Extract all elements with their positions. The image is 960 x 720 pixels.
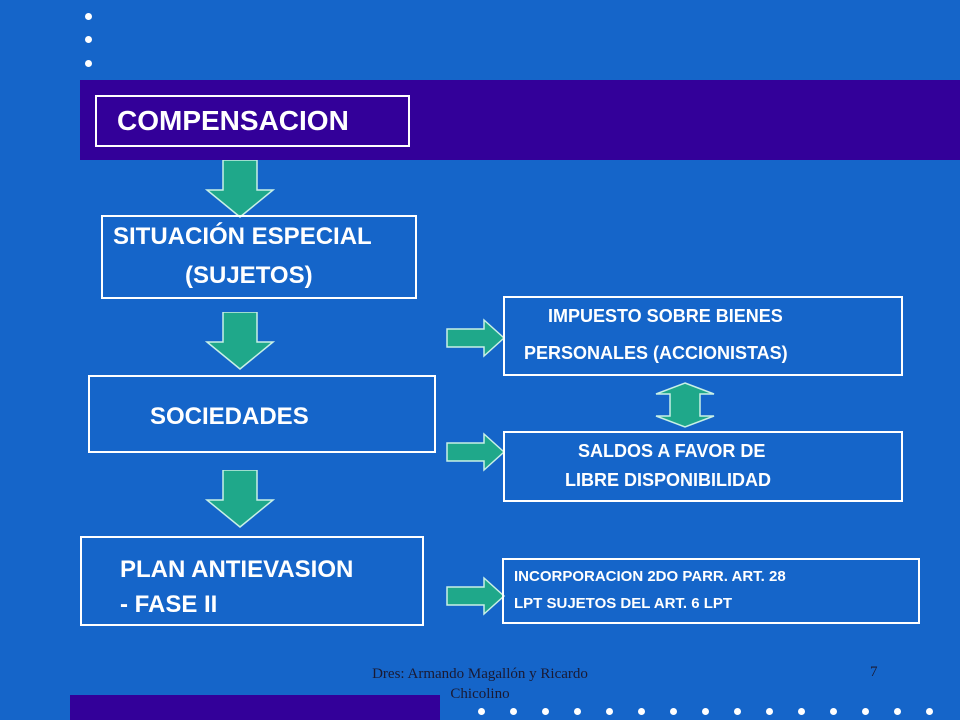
- plan-antievasion-box: [80, 536, 424, 626]
- title-box: COMPENSACION: [95, 95, 410, 147]
- bottom-band: [70, 695, 440, 720]
- plan-antievasion-label: PLAN ANTIEVASION: [120, 556, 354, 583]
- bullet-dot: [926, 708, 933, 715]
- bullet-dot: [510, 708, 517, 715]
- bullet-dot: [638, 708, 645, 715]
- bullet-dot: [670, 708, 677, 715]
- bullet-dot: [894, 708, 901, 715]
- saldos-favor-box: [503, 431, 903, 502]
- incorporacion-box: [502, 558, 920, 624]
- bullet-dot: [574, 708, 581, 715]
- situacion-especial-box: [101, 215, 417, 299]
- down-arrow-3: [205, 470, 275, 528]
- bullet-dot: [830, 708, 837, 715]
- fase-label: - FASE II: [120, 591, 218, 618]
- bullet-dot: [542, 708, 549, 715]
- sujetos-label: (SUJETOS): [185, 262, 313, 289]
- sociedades-label: SOCIEDADES: [150, 403, 309, 430]
- down-arrow-1: [205, 160, 275, 218]
- bullet-dot: [85, 60, 92, 67]
- sociedades-box: [88, 375, 436, 453]
- page-number: 7: [870, 664, 878, 680]
- incorporacion-line1: INCORPORACION 2DO PARR. ART. 28: [514, 568, 786, 585]
- impuesto-bienes-box: [503, 296, 903, 376]
- double-arrow: [655, 382, 715, 428]
- bullet-dot: [862, 708, 869, 715]
- situacion-especial-label: SITUACIÓN ESPECIAL: [113, 223, 372, 250]
- saldos-line2: LIBRE DISPONIBILIDAD: [565, 470, 772, 490]
- footer-author-line2: Chicolino: [450, 686, 510, 702]
- right-arrow-2: [446, 432, 506, 472]
- bullet-dot: [702, 708, 709, 715]
- right-arrow-3: [446, 576, 506, 616]
- bullet-dot: [85, 13, 92, 20]
- footer-author-line1: Dres: Armando Magallón y Ricardo: [372, 666, 588, 682]
- bullet-dot: [798, 708, 805, 715]
- page-title: COMPENSACION: [117, 105, 349, 136]
- right-arrow-1: [446, 318, 506, 358]
- footer-author: Dres: Armando Magallón y Ricardo Chicoli…: [330, 664, 630, 704]
- impuesto-line2: PERSONALES (ACCIONISTAS): [524, 343, 788, 363]
- bullet-dot: [606, 708, 613, 715]
- bullet-dot: [766, 708, 773, 715]
- bullet-dot: [734, 708, 741, 715]
- saldos-line1: SALDOS A FAVOR DE: [578, 441, 766, 461]
- incorporacion-line2: LPT SUJETOS DEL ART. 6 LPT: [514, 595, 733, 612]
- impuesto-line1: IMPUESTO SOBRE BIENES: [548, 306, 783, 326]
- bullet-dot: [85, 36, 92, 43]
- bullet-dot: [478, 708, 485, 715]
- down-arrow-2: [205, 312, 275, 370]
